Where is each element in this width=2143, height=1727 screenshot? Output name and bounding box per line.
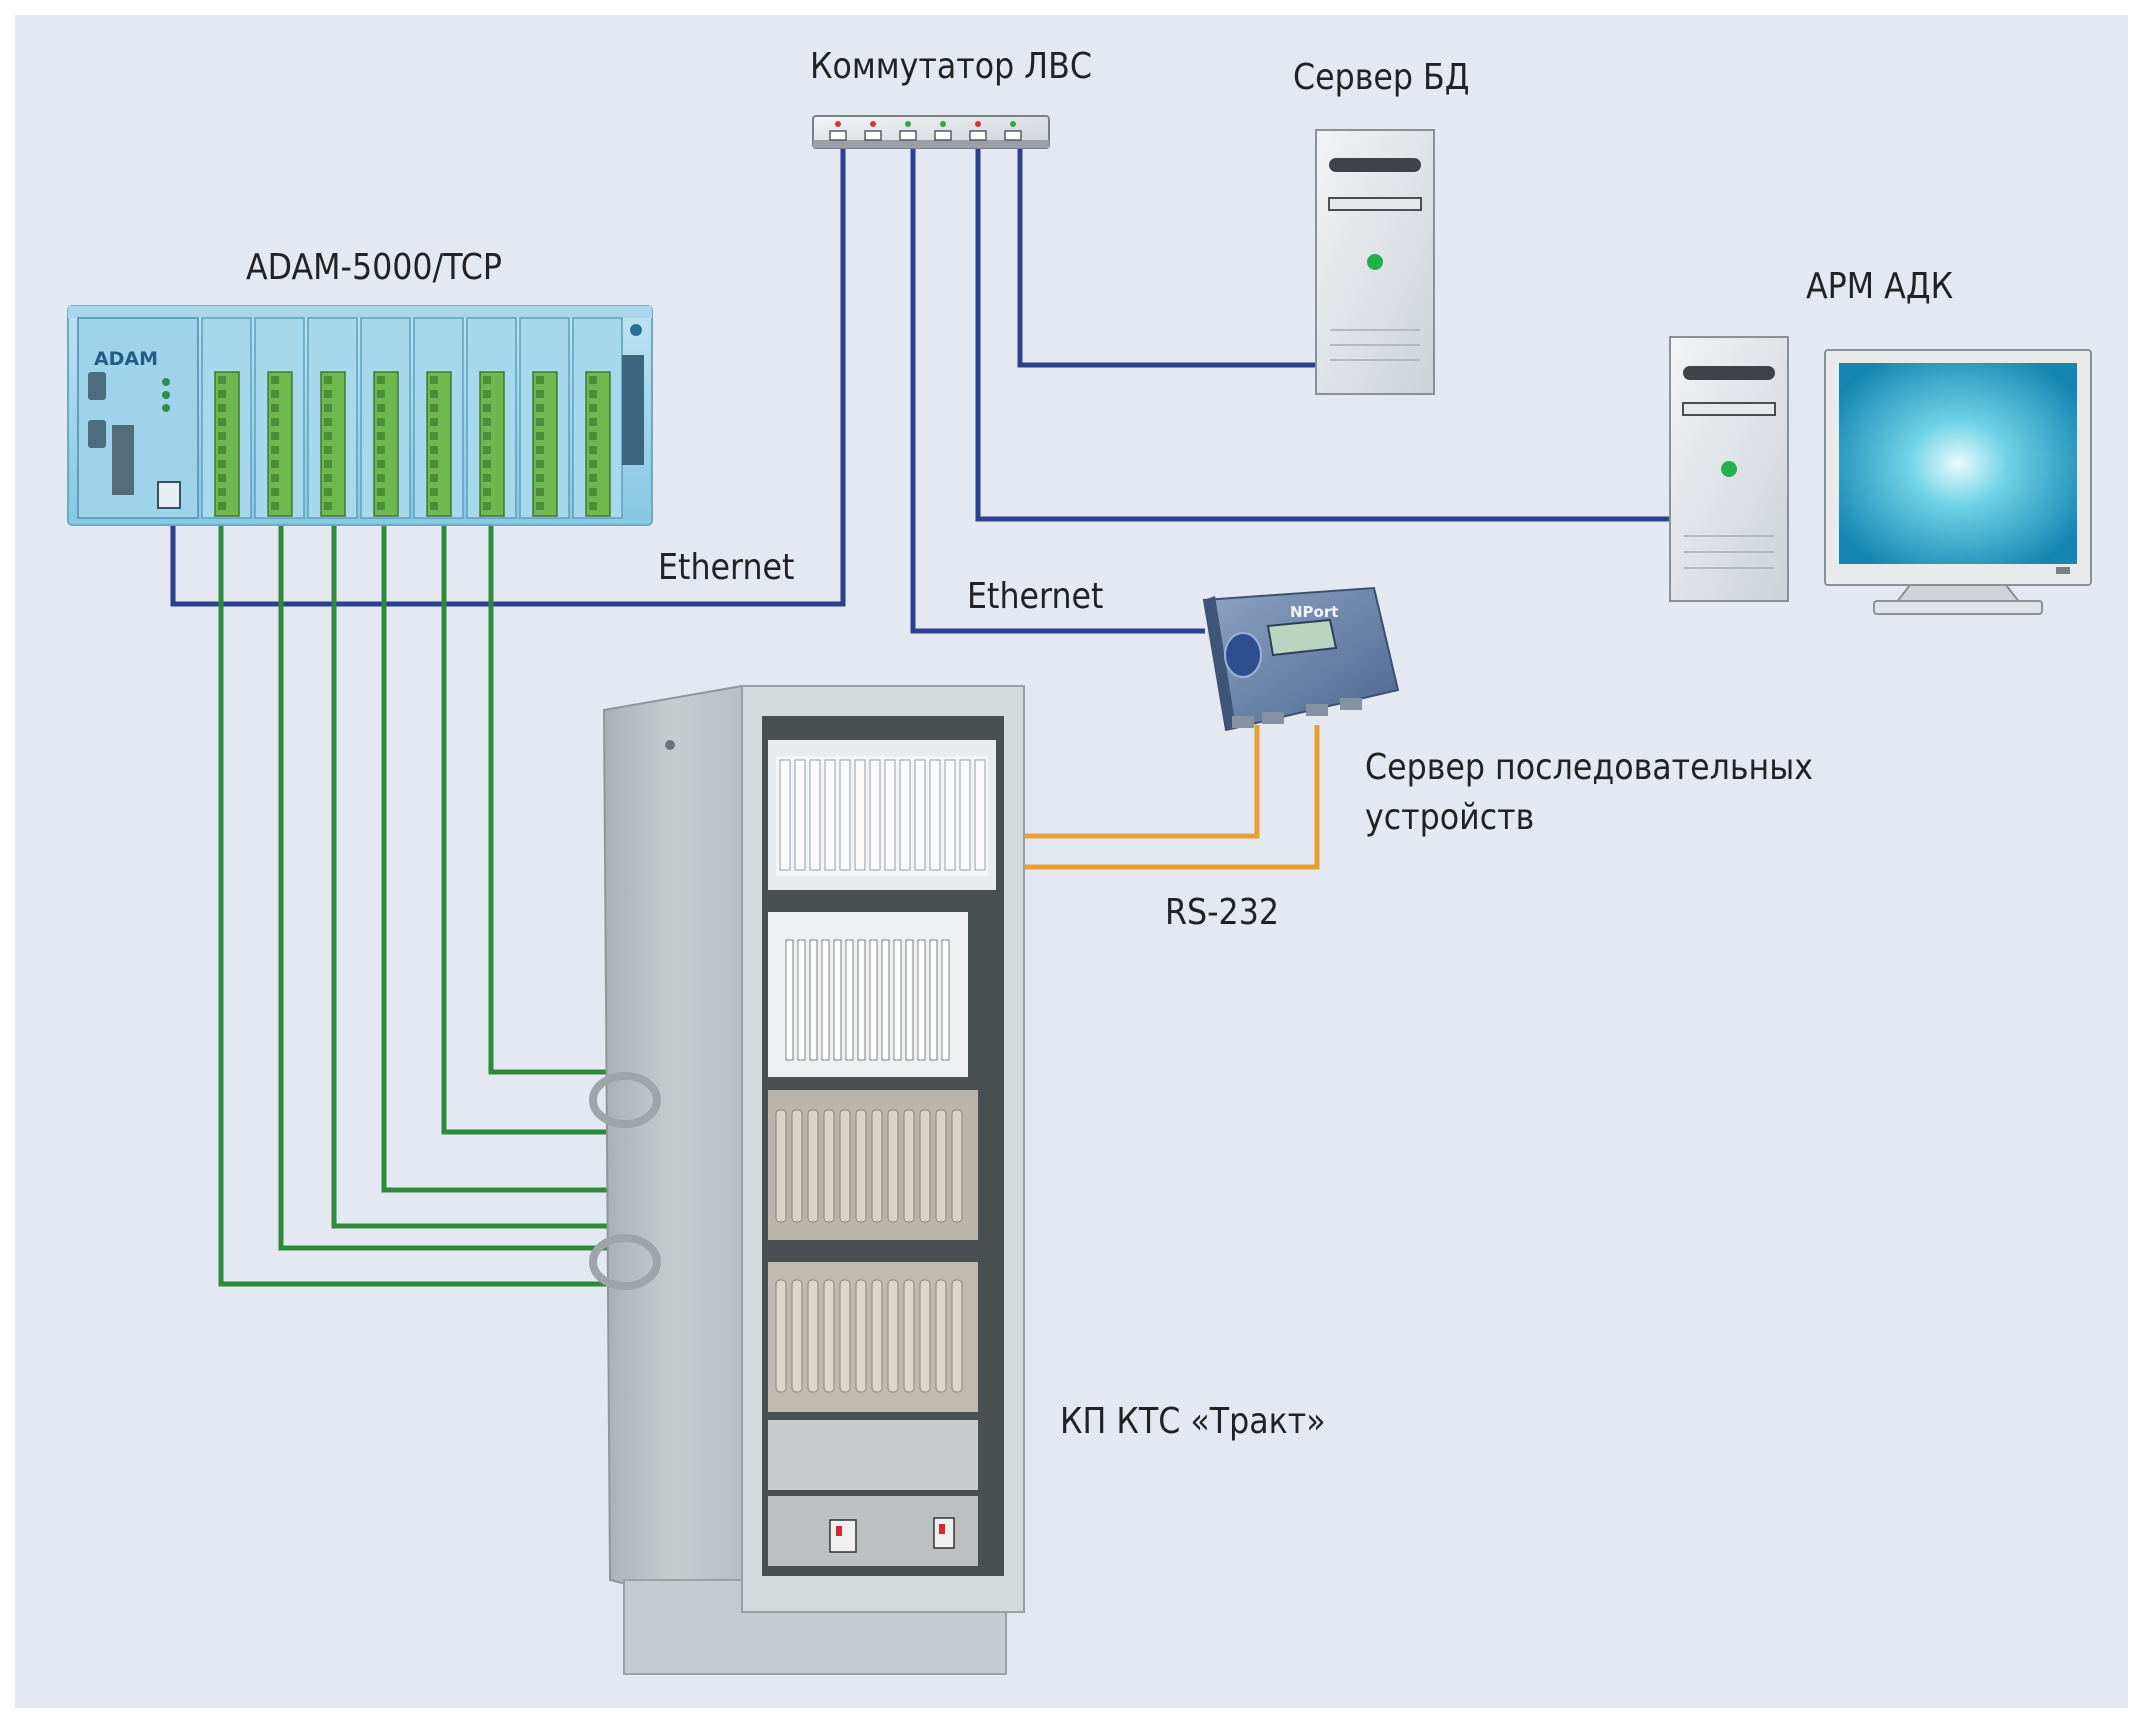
signal-wire-2 — [278, 525, 640, 1251]
equipment-cabinet-icon — [589, 684, 1025, 1675]
workstation-label: АРМ АДК — [1806, 266, 1954, 307]
ethernet-label-right: Ethernet — [967, 576, 1104, 617]
wire-adam-to-switch — [170, 138, 846, 607]
wire-switch-to-serial-server — [910, 138, 1205, 634]
signal-wire-5 — [441, 525, 650, 1135]
lan-switch-label: Коммутатор ЛВС — [810, 46, 1092, 87]
serial-server-label-line2: устройств — [1365, 797, 1535, 838]
io-module-rack-icon: ADAM — [67, 305, 653, 526]
workstation-tower-icon — [1669, 336, 1789, 602]
signal-wire-3 — [331, 525, 680, 1229]
ethernet-label-left: Ethernet — [658, 547, 795, 588]
db-server-label: Сервер БД — [1293, 57, 1470, 98]
workstation-icon — [1669, 336, 2092, 615]
wire-rs232-b — [900, 725, 1320, 870]
adam-logo: ADAM — [94, 348, 158, 370]
diagram-background — [15, 15, 2128, 1708]
adam-label: ADAM-5000/TCP — [246, 247, 502, 288]
ethernet-wires — [170, 138, 1672, 634]
adam-cpu-module: ADAM — [77, 317, 199, 519]
serial-device-server-icon: NPort — [1202, 586, 1400, 732]
rs232-label: RS-232 — [1165, 892, 1280, 933]
monitor-icon — [1824, 349, 2092, 615]
nport-logo: NPort — [1290, 603, 1338, 621]
signal-wire-1 — [218, 525, 640, 1287]
cabinet-label: КП КТС «Тракт» — [1060, 1401, 1326, 1442]
signal-wire-4 — [381, 525, 680, 1193]
wire-switch-to-db-server — [1017, 138, 1318, 368]
wire-switch-to-workstation — [975, 138, 1672, 522]
tower-server-icon — [1315, 129, 1435, 395]
network-switch-icon — [812, 115, 1050, 149]
serial-server-label-line1: Сервер последовательных — [1365, 747, 1814, 788]
